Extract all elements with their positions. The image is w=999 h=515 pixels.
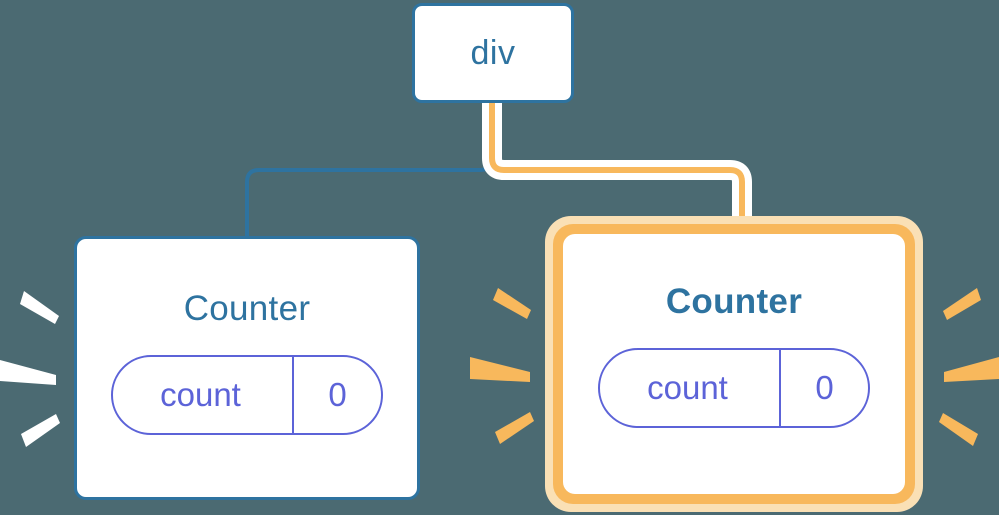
edge-div-to-counter-left xyxy=(245,103,494,236)
node-div-label: div xyxy=(470,33,516,72)
state-pill-counter-right: count 0 xyxy=(598,348,870,428)
node-div[interactable]: div xyxy=(412,3,574,103)
state-key: count xyxy=(647,369,728,406)
node-counter-right-title: Counter xyxy=(665,282,803,321)
node-counter-left-title: Counter xyxy=(183,289,311,328)
state-value: 0 xyxy=(292,357,381,433)
node-counter-right-highlight-outer: Counter count 0 xyxy=(545,216,923,512)
state-value: 0 xyxy=(779,350,868,426)
edge-div-to-counter-right xyxy=(489,103,745,226)
node-counter-left[interactable]: Counter count 0 xyxy=(74,236,420,500)
node-counter-right-highlight-ring: Counter count 0 xyxy=(553,224,915,504)
state-pill-counter-left: count 0 xyxy=(111,355,383,435)
node-counter-right[interactable]: Counter count 0 xyxy=(563,234,905,494)
edge-div-to-counter-right-halo xyxy=(482,103,752,226)
state-key: count xyxy=(160,376,241,413)
